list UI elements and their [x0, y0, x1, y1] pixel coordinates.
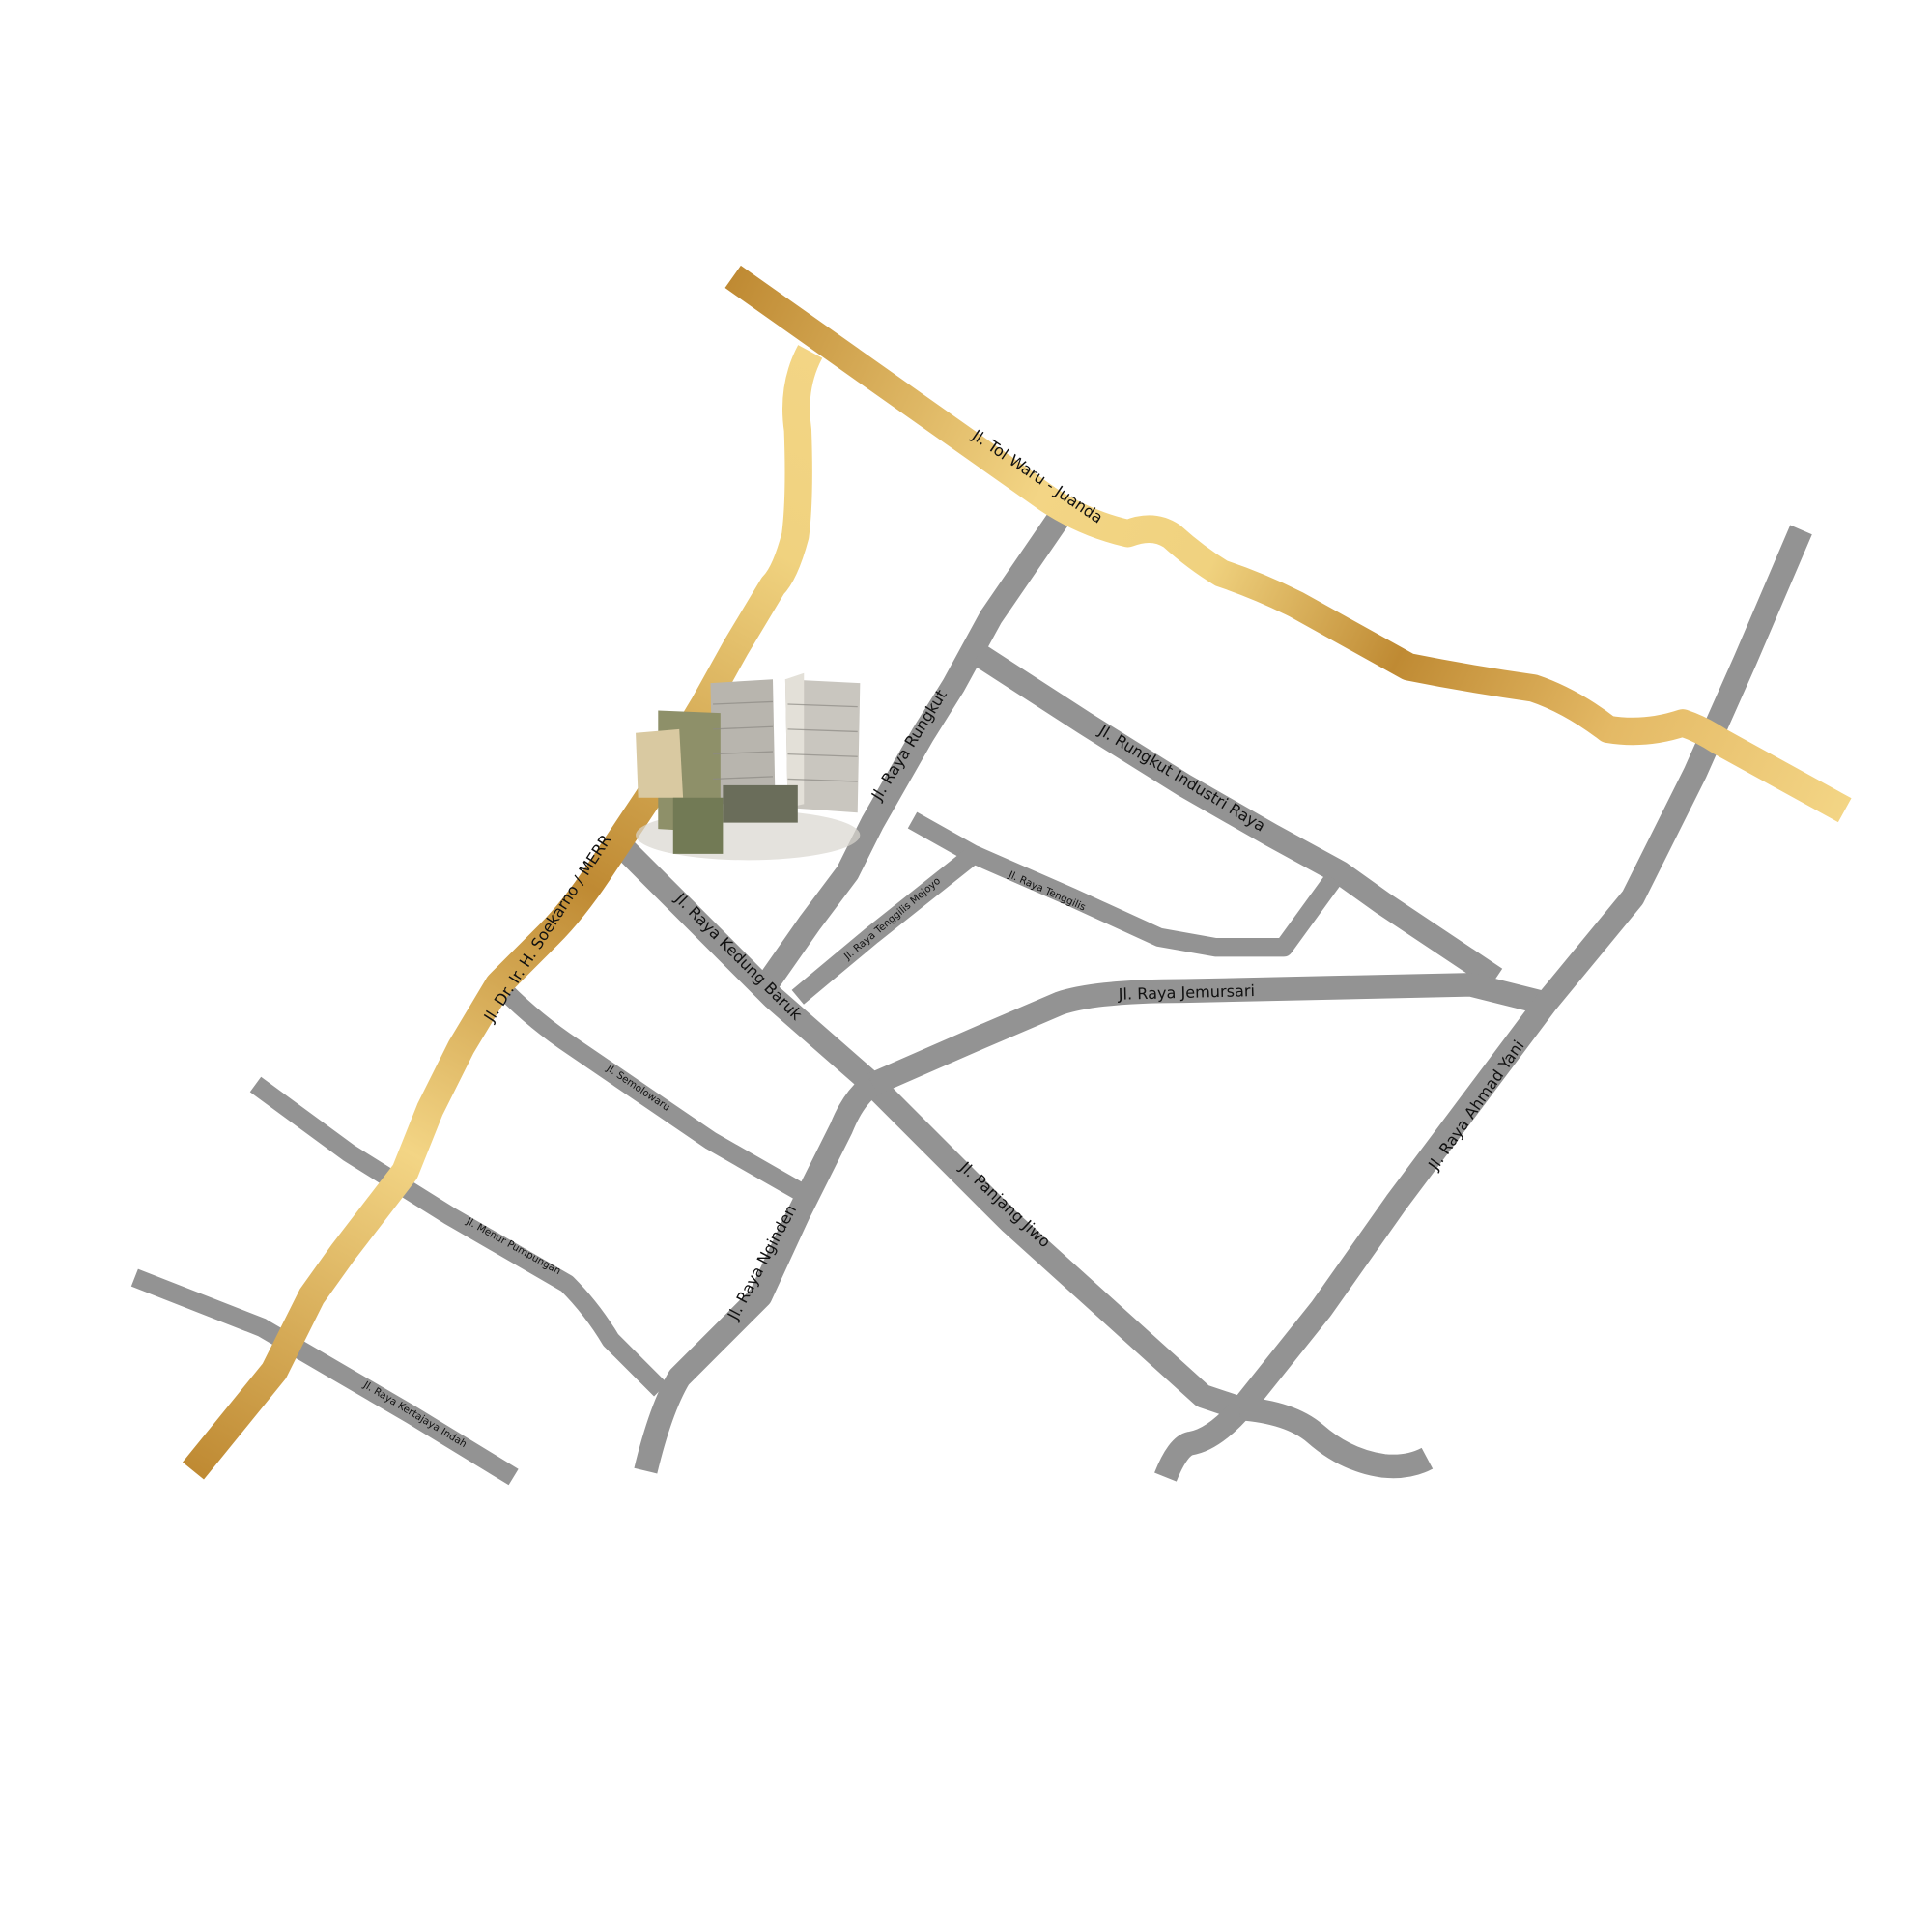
road-rungkut: [756, 506, 1072, 992]
label-menur: Jl. Menur Pumpungan: [464, 1215, 563, 1277]
label-rungkut: Jl. Raya Rungkut: [867, 686, 951, 804]
road-toll: [724, 265, 1852, 823]
road-merr: [182, 345, 823, 1480]
road-rungkut-industri: [972, 644, 1503, 989]
label-ahmad-yani: Jl. Raya Ahmad Yani: [1424, 1037, 1527, 1174]
label-jemursari: Jl. Raya Jemursari: [1118, 981, 1256, 1004]
label-merr: Jl. Dr. Ir. H. Soekarno / MERR: [480, 831, 615, 1025]
road-jemursari: [867, 973, 1548, 1095]
road-tenggilis-mejoyo: [791, 850, 976, 1005]
road-bottom-curve: [1238, 1396, 1434, 1479]
label-tenggilis-mejoyo: Jl. Raya Tenggilis Mejoyo: [841, 875, 943, 963]
building-towers-icon[interactable]: [636, 672, 861, 861]
road-semolowaru: [497, 983, 803, 1199]
label-rungkut-industri: Jl. Rungkut Industri Raya: [1094, 721, 1268, 836]
label-kertajaya: Jl. Raya Kertajaya Indah: [360, 1378, 469, 1450]
road-kertajaya: [130, 1268, 519, 1486]
label-panjang-jiwo: Jl. Panjang Jiwo: [955, 1157, 1054, 1251]
road-tenggilis: [907, 811, 1342, 957]
road-ahmad-yani: [1154, 525, 1812, 1482]
road-nginden: [634, 1074, 880, 1474]
label-semolowaru: Jl. Semolowaru: [604, 1063, 672, 1114]
road-menur: [249, 1076, 668, 1397]
label-toll: Jl. Tol Waru - Juanda: [968, 426, 1106, 527]
